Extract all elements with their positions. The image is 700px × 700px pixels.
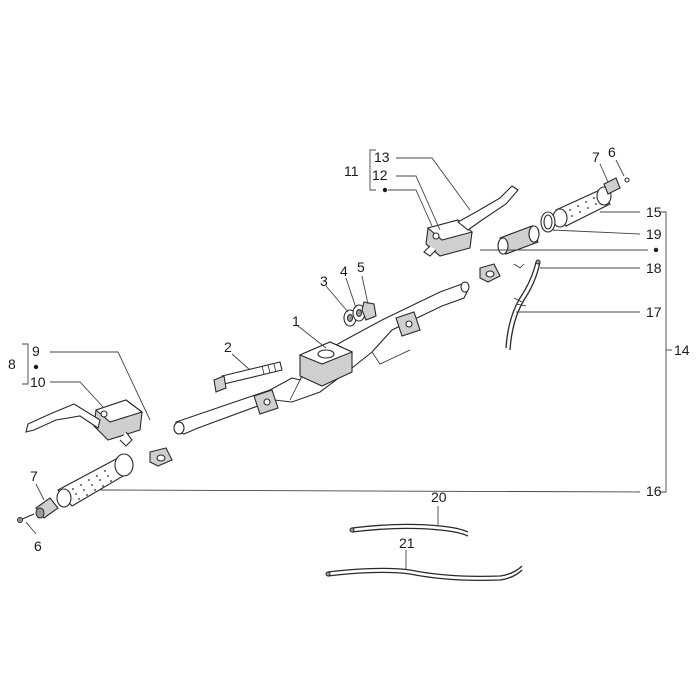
callout-17: 17 [646, 304, 662, 320]
callout-20: 20 [431, 489, 447, 505]
bolt [213, 361, 283, 393]
callout-6-left: 6 [34, 538, 42, 554]
leader-lines [22, 149, 672, 570]
brake-cable-21 [325, 565, 523, 582]
right-grip [552, 186, 612, 228]
callout-5: 5 [357, 259, 365, 275]
left-bar-end-weight [35, 497, 59, 519]
callout-11: 11 [344, 163, 359, 179]
callout-15: 15 [646, 204, 662, 220]
callout-13: 13 [374, 149, 390, 165]
callout-7-left: 7 [30, 468, 38, 484]
right-brake-master-cylinder [423, 185, 519, 283]
right-grip-ring [540, 211, 556, 233]
callout-19: 19 [646, 226, 662, 242]
left-grip [56, 453, 134, 508]
callout-6-right: 6 [608, 144, 616, 160]
left-end-screw [17, 513, 35, 523]
callout-1: 1 [292, 313, 300, 329]
callout-10: 10 [30, 374, 46, 390]
callout-21: 21 [399, 535, 415, 551]
callout-4: 4 [340, 263, 348, 279]
callout-labels: 1 2 3 4 5 6 6 7 7 8 9 10 11 12 13 14 15 … [8, 144, 690, 554]
callout-18: 18 [646, 260, 662, 276]
callout-3: 3 [320, 273, 328, 289]
handlebar-tube [173, 281, 470, 435]
callout-7-right: 7 [592, 149, 600, 165]
washer-nut-stack [343, 301, 377, 327]
left-brake-master-cylinder [25, 399, 173, 467]
brake-cable-20 [349, 523, 469, 537]
throttle-cable [505, 259, 541, 351]
callout-12: 12 [372, 167, 388, 183]
callout-16: 16 [646, 483, 662, 499]
callout-8: 8 [8, 356, 16, 372]
right-end-screw [624, 177, 630, 183]
callout-9: 9 [32, 343, 40, 359]
callout-14: 14 [674, 342, 690, 358]
callout-2: 2 [224, 339, 232, 355]
